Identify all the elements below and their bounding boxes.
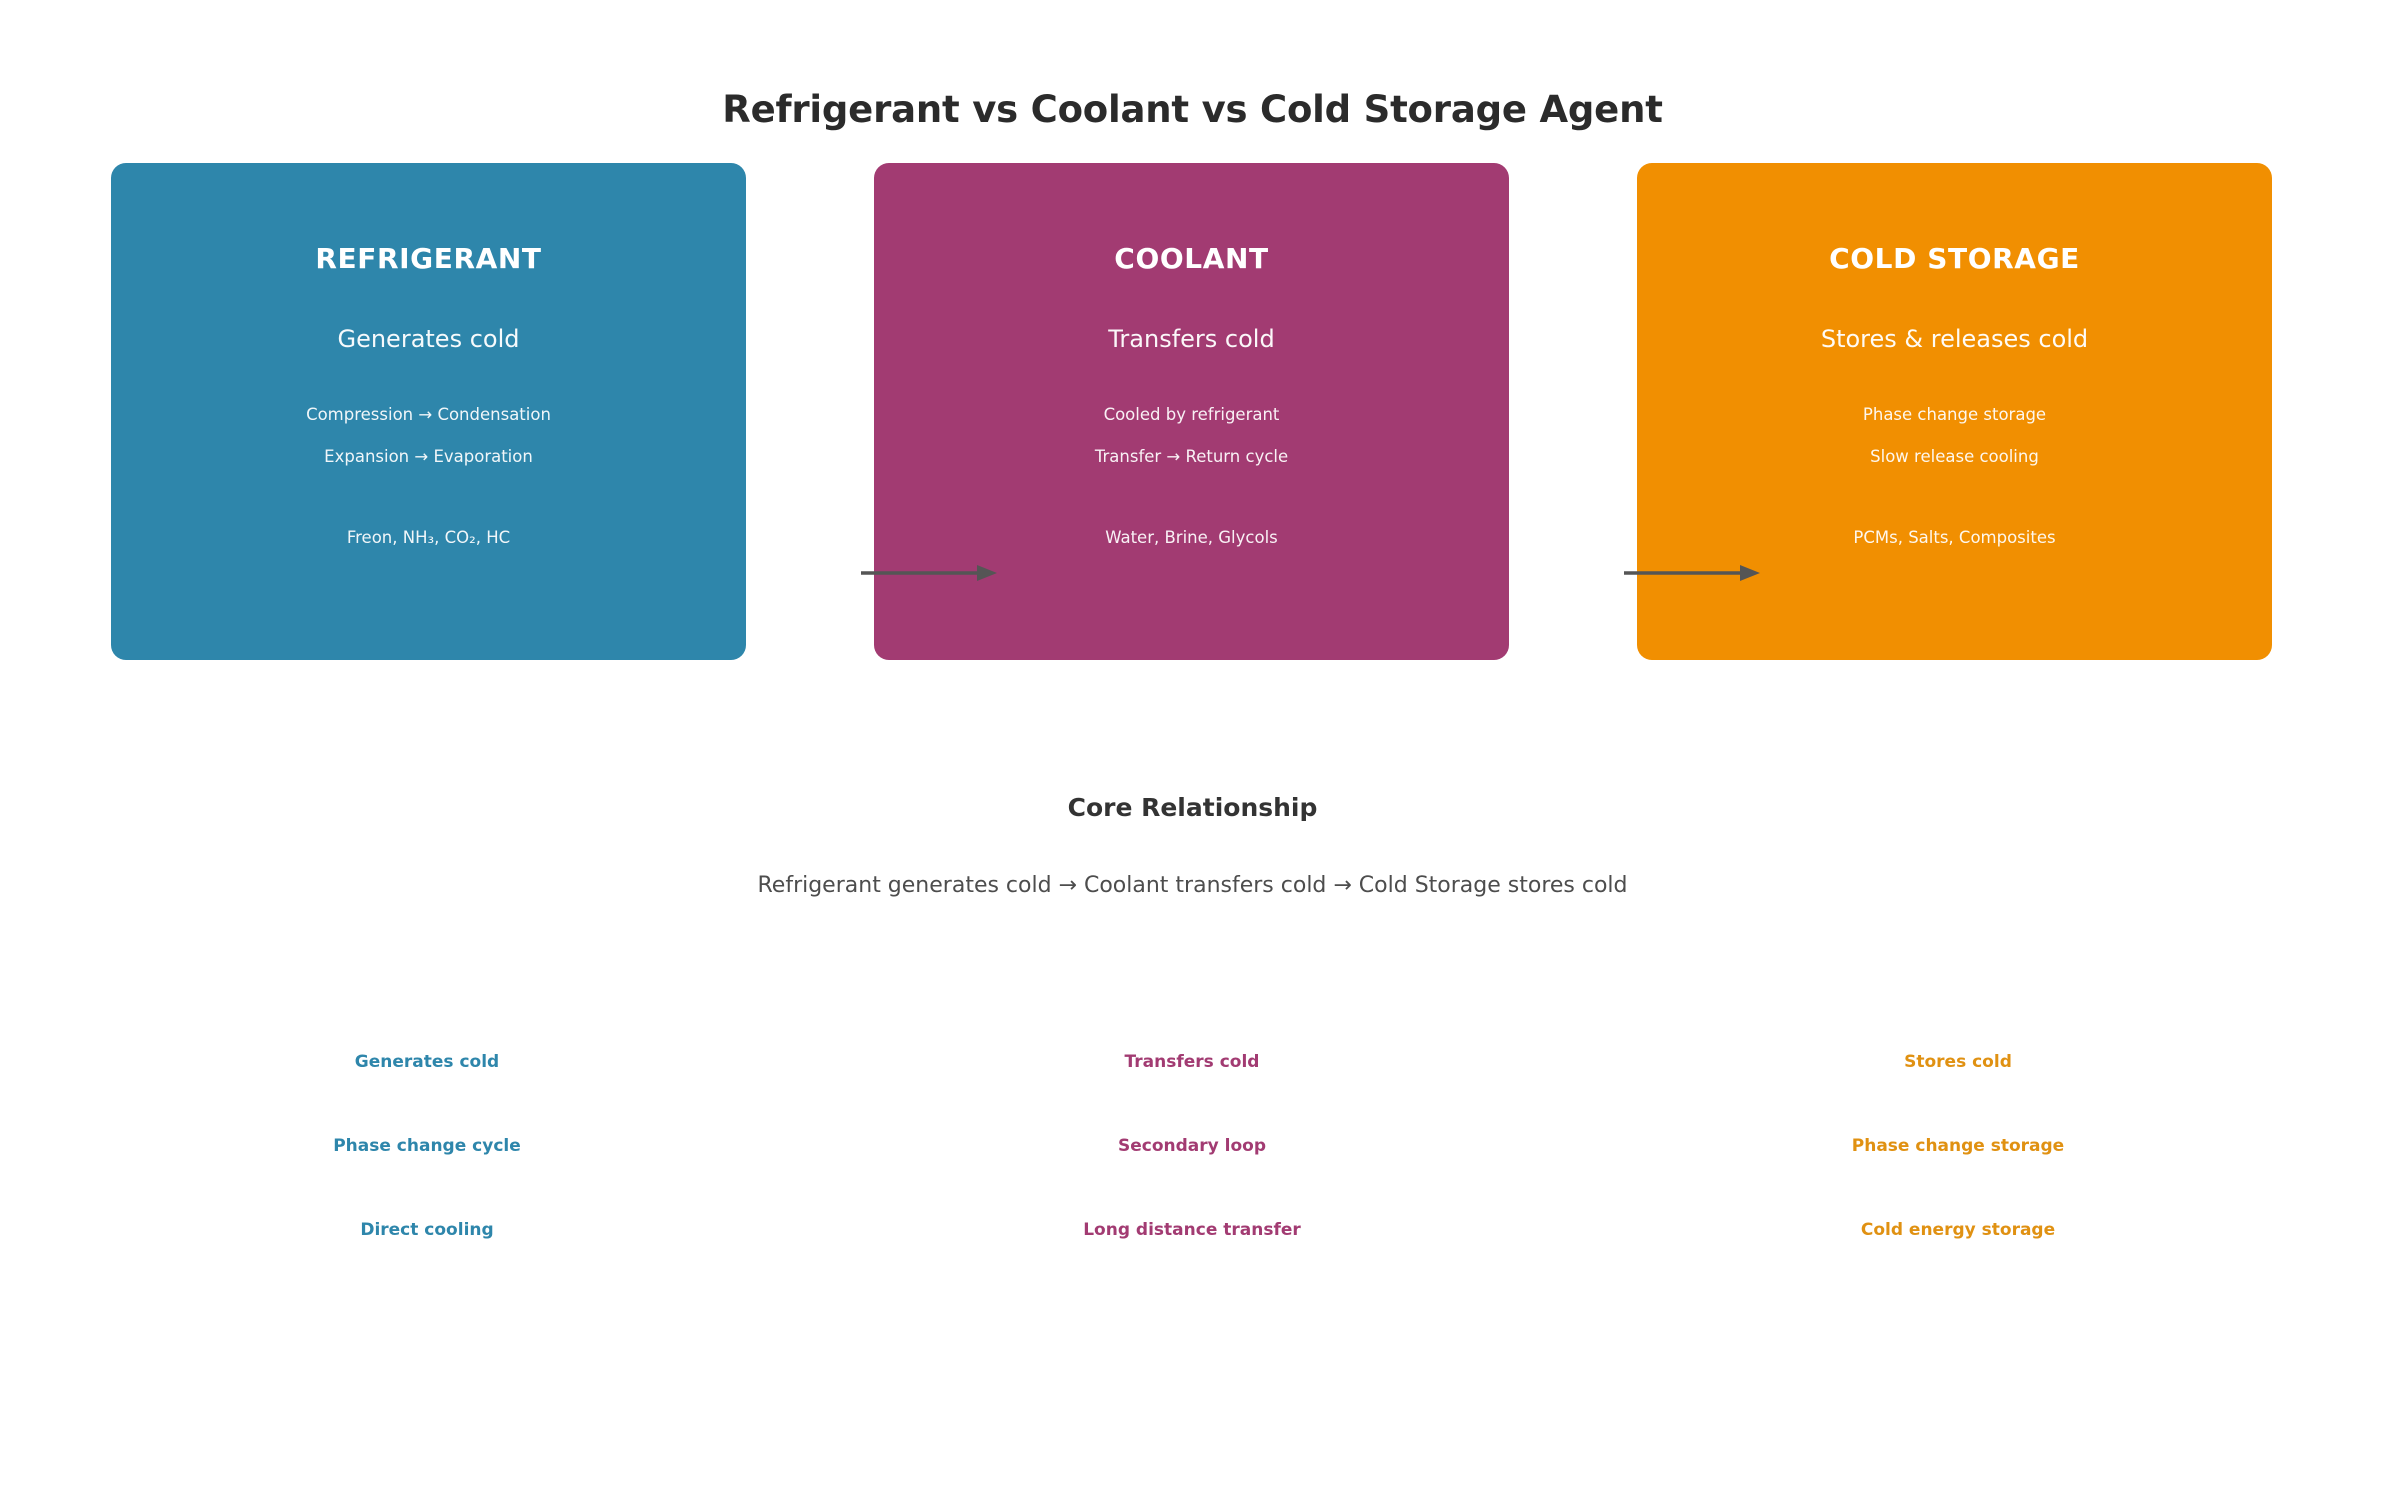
card-cold-storage-detail-2: Slow release cooling (1870, 447, 2039, 466)
page-title: Refrigerant vs Coolant vs Cold Storage A… (722, 88, 1663, 131)
card-refrigerant-examples: Freon, NH₃, CO₂, HC (346, 528, 511, 547)
card-refrigerant-detail-2: Expansion → Evaporation (324, 447, 533, 466)
core-relationship-flow: Refrigerant generates cold → Coolant tra… (757, 873, 1628, 898)
keyword-item: Generates cold (354, 1052, 500, 1072)
card-cold-storage-detail-1: Phase change storage (1862, 405, 2047, 424)
keyword-item: Direct cooling (360, 1220, 494, 1240)
core-relationship-heading: Core Relationship (1067, 793, 1318, 822)
card-refrigerant-subtitle: Generates cold (337, 325, 520, 353)
arrow-right-icon-coolant-to-cold-storage (1624, 565, 1760, 581)
keyword-item: Stores cold (1904, 1052, 2012, 1072)
card-cold-storage-title: COLD STORAGE (1829, 242, 2080, 275)
card-coolant-detail-2: Transfer → Return cycle (1094, 447, 1289, 466)
card-refrigerant-title: REFRIGERANT (315, 242, 542, 275)
card-refrigerant-detail-1: Compression → Condensation (306, 405, 551, 424)
keyword-item: Cold energy storage (1860, 1220, 2056, 1240)
keyword-item: Long distance transfer (1083, 1220, 1301, 1240)
card-coolant-detail-1: Cooled by refrigerant (1103, 405, 1280, 424)
keyword-item: Phase change cycle (333, 1136, 521, 1156)
card-cold-storage-examples: PCMs, Salts, Composites (1853, 528, 2056, 547)
card-coolant-examples: Water, Brine, Glycols (1105, 528, 1278, 547)
card-cold-storage-subtitle: Stores & releases cold (1820, 325, 2089, 353)
keyword-columns: Generates cold Phase change cycle Direct… (0, 1030, 2385, 1290)
arrow-right-icon-refrigerant-to-coolant (861, 565, 997, 581)
keyword-item: Secondary loop (1117, 1136, 1266, 1156)
card-coolant-title: COOLANT (1114, 242, 1269, 275)
comparison-cards-row: REFRIGERANT Generates cold Compression →… (111, 163, 2272, 660)
card-coolant-subtitle: Transfers cold (1108, 325, 1275, 353)
keyword-item: Phase change storage (1851, 1136, 2065, 1156)
card-refrigerant[interactable]: REFRIGERANT Generates cold Compression →… (111, 163, 746, 660)
keyword-item: Transfers cold (1124, 1052, 1260, 1072)
